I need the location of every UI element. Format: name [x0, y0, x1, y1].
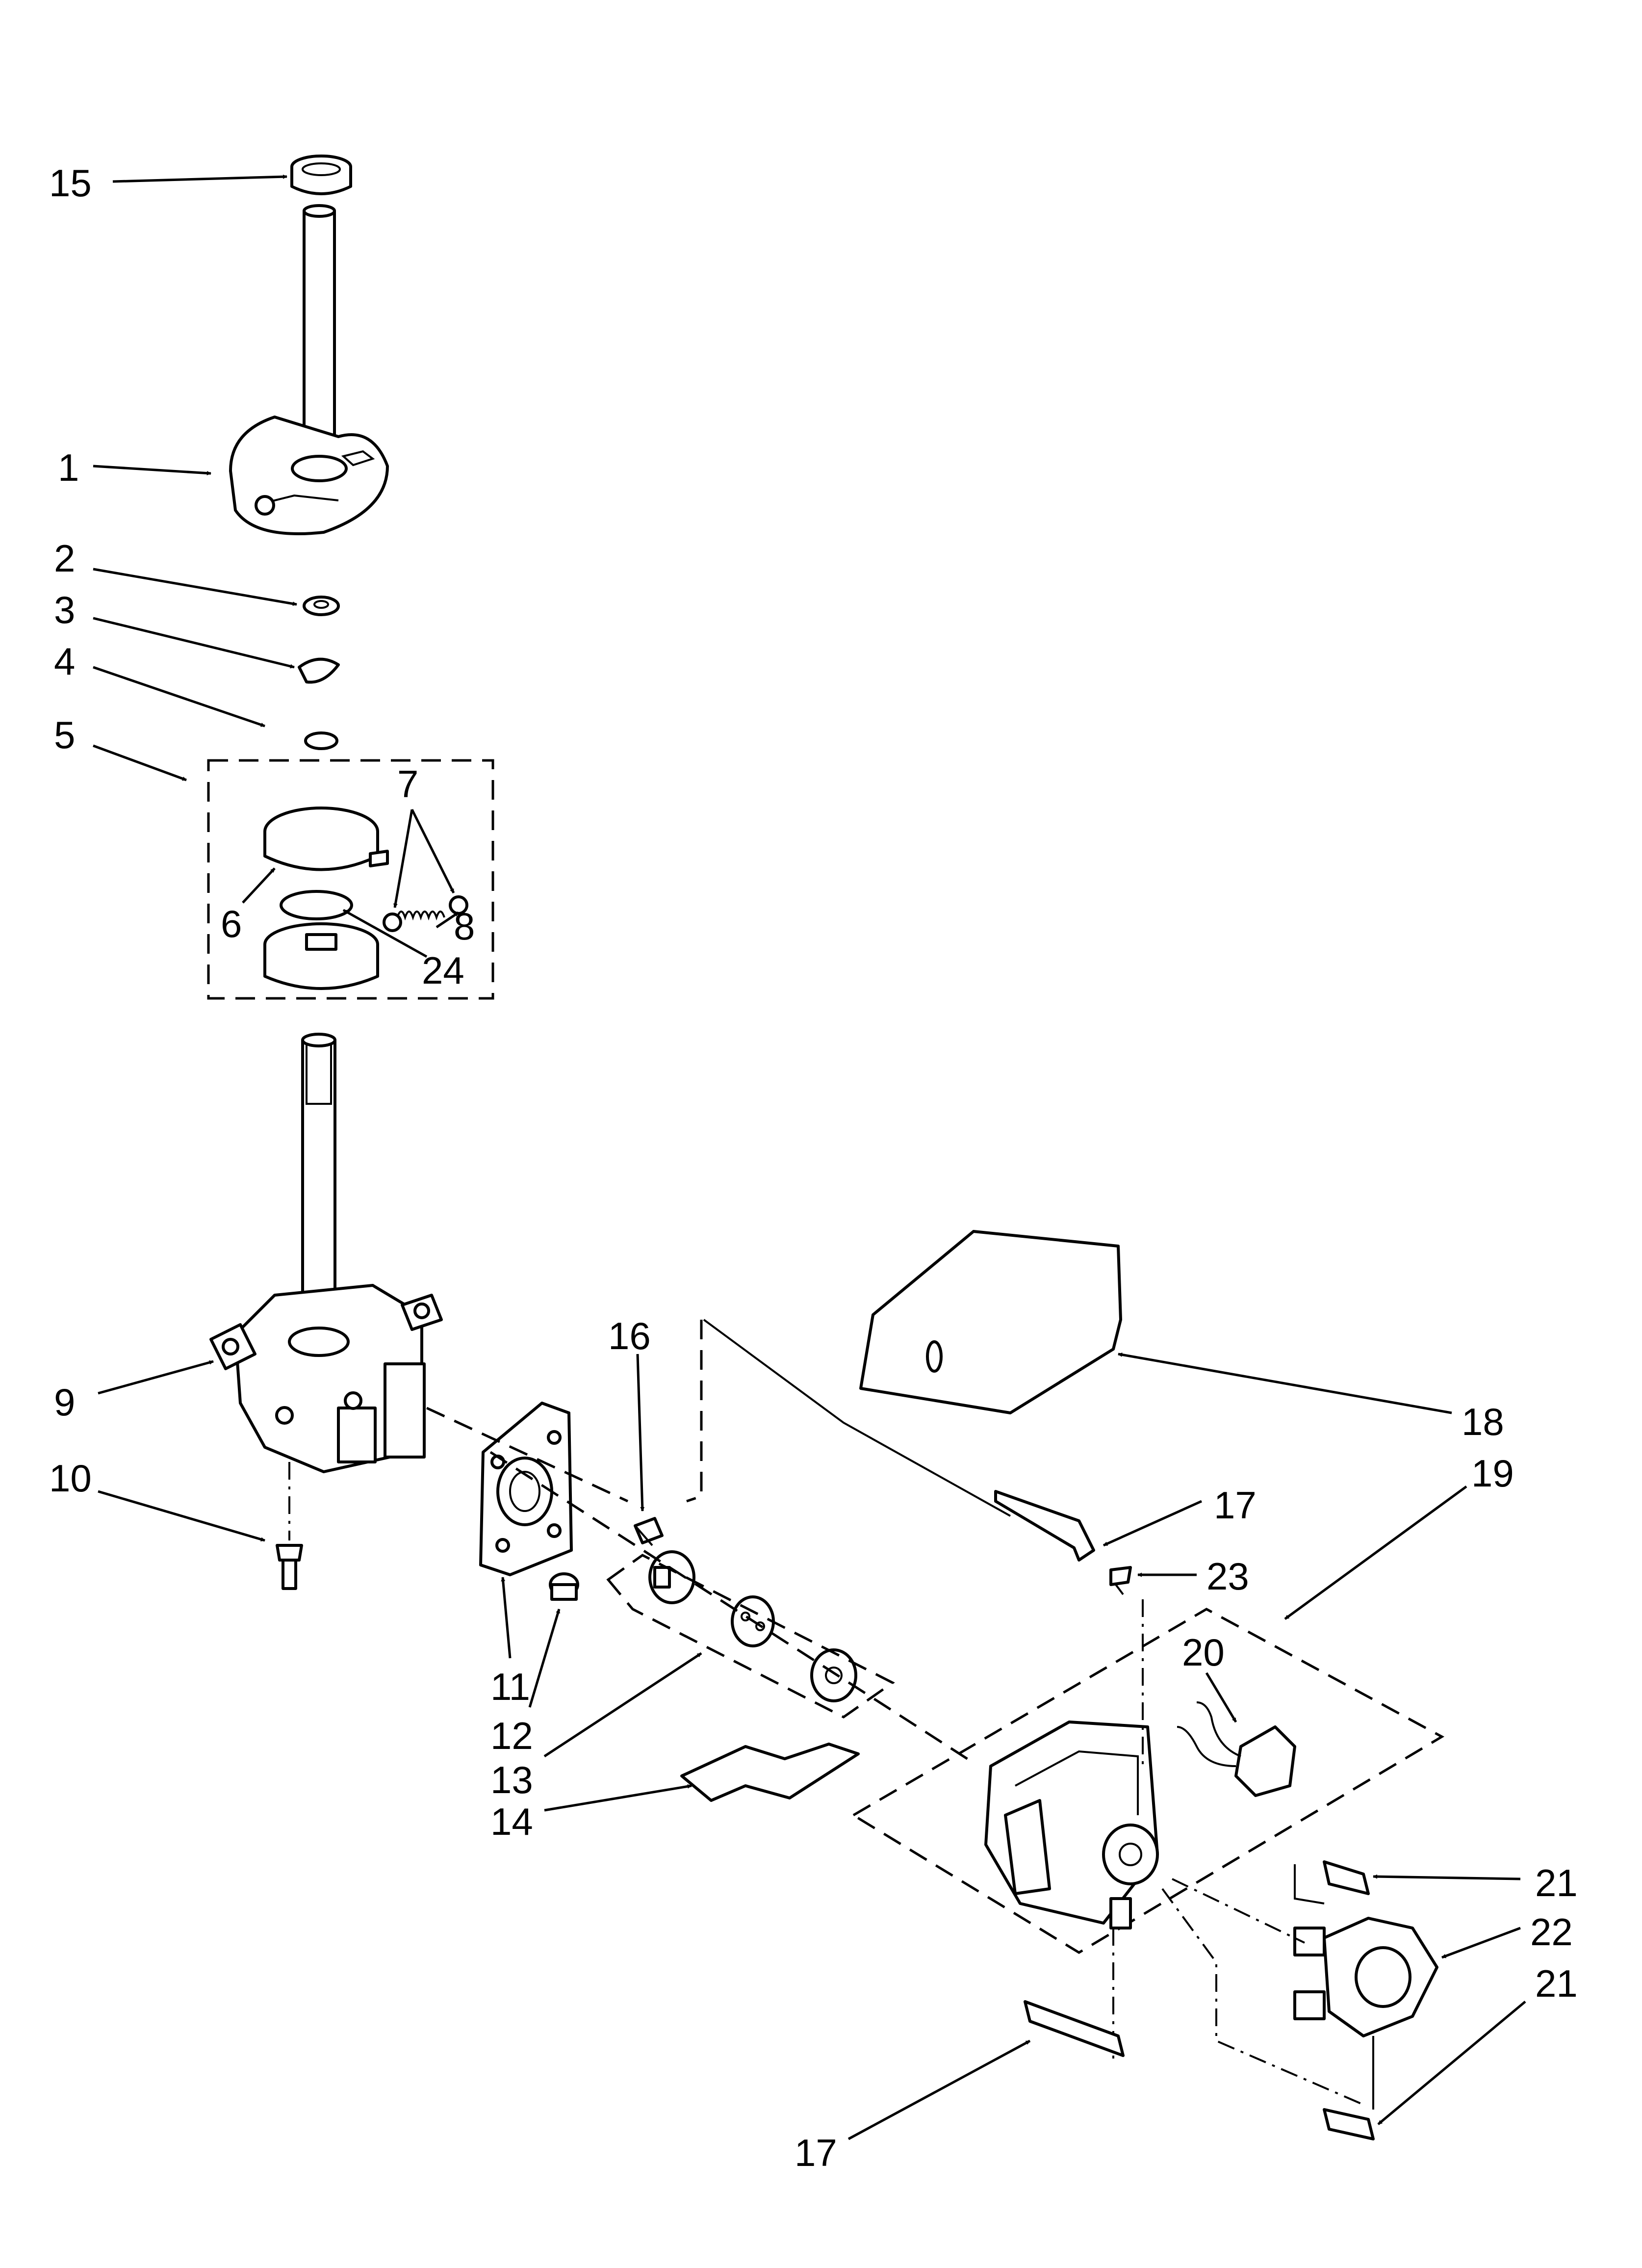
wire-line-18	[703, 1319, 1011, 1517]
leader-15	[112, 174, 287, 183]
leader-21a	[1373, 1874, 1521, 1880]
part-6-brake-band	[263, 807, 389, 871]
leader-8	[436, 911, 460, 929]
part-21-lower-clip	[1323, 2108, 1375, 2140]
callout-24: 24	[422, 949, 464, 992]
callout-20: 20	[1182, 1631, 1225, 1674]
callout-15: 15	[49, 161, 92, 205]
leader-18	[1118, 1352, 1452, 1414]
part-14-pad	[680, 1743, 860, 1802]
part-10-screw	[276, 1544, 303, 1590]
callout-4: 4	[54, 640, 75, 683]
callout-23: 23	[1206, 1555, 1249, 1598]
leader-5	[93, 744, 187, 782]
callout-10: 10	[49, 1457, 92, 1500]
leader-20	[1205, 1672, 1237, 1723]
part-15-seal	[290, 155, 352, 195]
part-17-upper-clip	[994, 1490, 1095, 1562]
callout-3: 3	[54, 588, 75, 631]
callout-17-lower: 17	[795, 2131, 837, 2174]
leader-17a	[1103, 1500, 1203, 1547]
part-16-bolt	[634, 1517, 664, 1546]
part-24-cam-ring	[280, 890, 353, 920]
line-21-to-pump	[1294, 1864, 1325, 1904]
callout-9: 9	[54, 1381, 75, 1424]
leader-9	[98, 1360, 214, 1395]
callout-14: 14	[490, 1800, 533, 1843]
callout-17-upper: 17	[1214, 1484, 1257, 1527]
leader-12	[528, 1609, 561, 1708]
callout-16: 16	[608, 1314, 651, 1357]
leader-16	[636, 1354, 645, 1512]
leader-14	[544, 1784, 692, 1812]
callout-13: 13	[490, 1758, 533, 1801]
part-17-lower-clip	[1024, 2000, 1125, 2057]
callout-21-upper: 21	[1535, 1861, 1578, 1904]
leader-1	[93, 465, 211, 475]
callout-1: 1	[58, 446, 79, 489]
callout-22: 22	[1530, 1910, 1573, 1954]
part-20-switch	[1177, 1701, 1296, 1797]
callout-21-lower: 21	[1535, 1962, 1578, 2005]
callout-11: 11	[490, 1665, 530, 1708]
callout-2: 2	[54, 537, 75, 580]
part-coupler-motor	[810, 1648, 857, 1702]
callout-6: 6	[221, 902, 242, 945]
part-8-spring	[383, 895, 468, 932]
centerline-pump-right	[1172, 1878, 1305, 1944]
leader-13	[543, 1652, 702, 1758]
callout-19: 19	[1471, 1452, 1514, 1495]
part-2-washer	[303, 596, 340, 616]
part-3-clip	[298, 657, 340, 684]
shaft-centerline-2	[489, 1451, 972, 1763]
callout-5: 5	[54, 713, 75, 756]
leader-17b	[847, 2039, 1031, 2140]
part-19-motor-assembly-box	[851, 1608, 1445, 1954]
leader-19	[1284, 1485, 1467, 1620]
part-1-cam-plate	[229, 416, 389, 535]
callout-labels: 15 1 2 3 4 5 7 6 8 24 9 10 16 18 19 17 2…	[49, 161, 1578, 2174]
callout-7: 7	[397, 762, 418, 806]
part-12-plug	[549, 1572, 579, 1601]
shaft-centerline-3	[686, 1320, 703, 1503]
leader-10	[98, 1490, 265, 1542]
part-22-pump	[1293, 1917, 1438, 2037]
part-clutch-hub	[263, 922, 379, 990]
part-18-shield	[859, 1230, 1122, 1414]
leader-7b	[410, 808, 455, 894]
leader-6	[242, 867, 276, 904]
leader-22	[1441, 1927, 1521, 1959]
part-21-upper-clip	[1323, 1860, 1370, 1895]
leader-4	[93, 666, 265, 728]
leader-3	[93, 617, 295, 669]
part-9-gearcase	[209, 1284, 443, 1473]
part-motor	[984, 1721, 1159, 1929]
leader-11	[501, 1577, 512, 1659]
part-13-coupler-kit-box	[606, 1554, 895, 1719]
shaft-centerline-1	[426, 1407, 629, 1503]
part-23-screw	[1109, 1566, 1132, 1595]
part-4-ring	[304, 731, 338, 750]
callout-18: 18	[1462, 1400, 1504, 1443]
part-lower-spline-shaft	[301, 1033, 336, 1316]
leader-2	[93, 568, 297, 606]
part-11-mounting-plate	[479, 1402, 573, 1576]
centerline-pump-left	[1161, 1888, 1364, 2106]
part-5-clutch-assembly-box	[207, 759, 494, 1000]
leader-24	[342, 909, 428, 958]
callout-8: 8	[454, 905, 475, 948]
leader-21b	[1377, 2001, 1526, 2125]
leader-arrows	[93, 174, 1526, 2140]
leader-7a	[393, 809, 413, 908]
callout-12: 12	[490, 1714, 533, 1757]
